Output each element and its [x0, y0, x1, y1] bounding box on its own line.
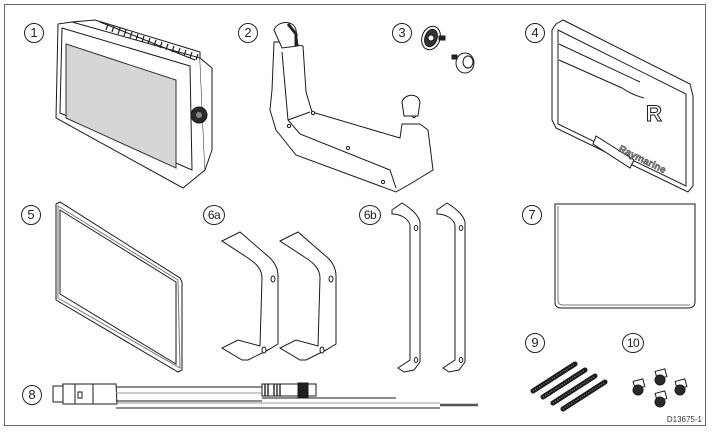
heatsink-fins-icon [105, 23, 199, 61]
display-unit [55, 19, 213, 189]
clip-short [278, 231, 337, 361]
panel-gasket [55, 201, 183, 373]
callout-9: 9 [525, 333, 545, 353]
nut [654, 368, 668, 386]
nut [654, 390, 668, 408]
stud [540, 367, 588, 400]
callout-6b: 6b [359, 205, 381, 225]
power-data-cable [52, 382, 478, 409]
callout-10: 10 [622, 333, 644, 353]
clip-long [436, 202, 466, 373]
stud [530, 361, 578, 394]
callout-5: 5 [21, 205, 41, 225]
figure-reference: D13675-1 [666, 415, 702, 424]
nut [674, 378, 688, 396]
callout-4: 4 [525, 23, 545, 43]
nut [632, 378, 646, 396]
bracket-knobs [421, 25, 475, 74]
callout-2: 2 [238, 23, 258, 43]
callout-7: 7 [522, 205, 542, 225]
cover-tab [592, 135, 635, 169]
callout-3: 3 [392, 23, 412, 43]
flush-mount-clips-short [220, 231, 337, 361]
connector-plug-icon [52, 385, 64, 403]
threaded-studs [530, 361, 608, 412]
callout-8: 8 [22, 385, 42, 405]
callout-6a: 6a [203, 205, 225, 225]
stud [560, 379, 608, 412]
clip-long [391, 202, 421, 373]
logo-r-mark: R [646, 101, 662, 126]
stud [550, 373, 598, 406]
trunnion-bracket [269, 22, 434, 193]
bracket-ratchet-right-icon [401, 94, 421, 117]
callout-1: 1 [24, 23, 44, 43]
flush-mount-clips-long [391, 202, 466, 373]
documentation-pack [554, 203, 696, 309]
sun-cover: R Raymarine [551, 19, 694, 193]
thumb-nuts [632, 368, 688, 408]
clip-short [220, 231, 279, 361]
